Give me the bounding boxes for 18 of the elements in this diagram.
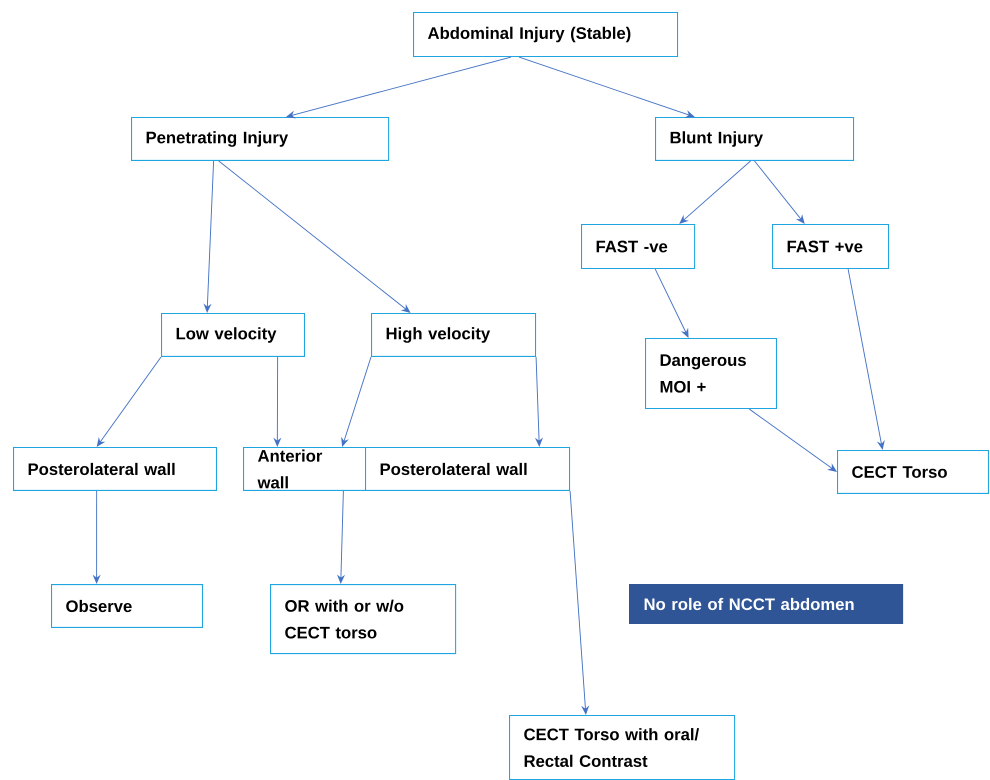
status-banner: No role of NCCT abdomen — [629, 584, 904, 624]
flow-box: Abdominal Injury (Stable) — [413, 12, 678, 58]
flow-box: Anterior wall — [243, 447, 370, 491]
flow-box: Observe — [51, 584, 203, 628]
flow-box: Posterolateral wall — [13, 447, 217, 491]
flow-box: Posterolateral wall — [365, 447, 570, 491]
arrow — [748, 408, 837, 472]
flow-box: Blunt Injury — [655, 117, 854, 161]
arrow — [754, 160, 805, 224]
flow-box: CECT Torso with oral/ Rectal Contrast — [509, 715, 736, 780]
flow-box: FAST -ve — [581, 224, 696, 270]
flow-box: Penetrating Injury — [131, 117, 390, 161]
flow-box: Dangerous MOI + — [645, 338, 777, 410]
flow-box: FAST +ve — [772, 224, 890, 270]
flow-box: OR with or w/o CECT torso — [270, 584, 456, 654]
flow-box: Low velocity — [161, 313, 305, 357]
flow-box: CECT Torso — [837, 450, 989, 494]
flow-box: High velocity — [371, 313, 536, 357]
